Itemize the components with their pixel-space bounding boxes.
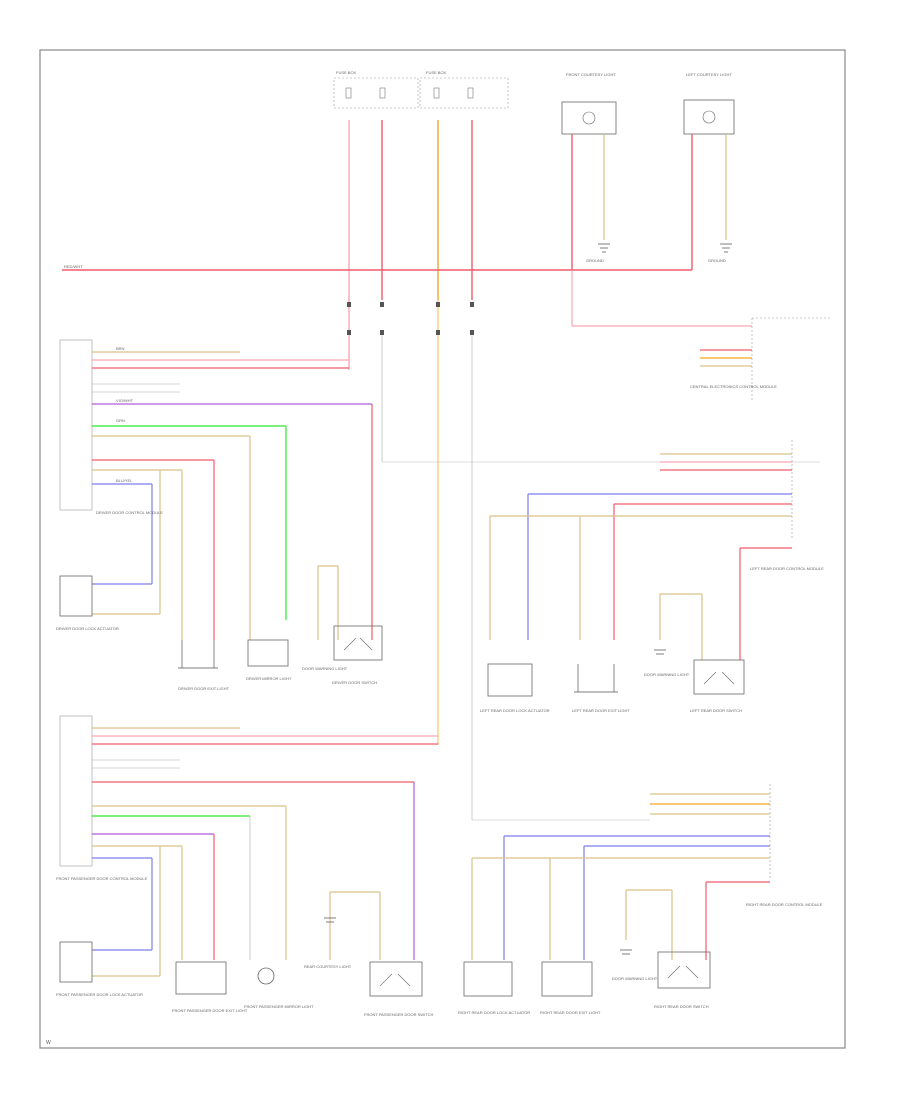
left-rear-wires [489, 453, 792, 660]
driver-warn-light-label: DOOR WARNING LIGHT [302, 666, 348, 671]
lr-exit-light-label: LEFT REAR DOOR EXIT LIGHT [572, 708, 630, 713]
lr-door-switch-label: LEFT REAR DOOR SWITCH [690, 708, 742, 713]
diagram-border [39, 49, 846, 1049]
rr-exit-light: RIGHT REAR DOOR EXIT LIGHT [540, 961, 601, 1015]
top-switch-2: LEFT COURTESY LIGHT [683, 72, 735, 270]
top-switch-2-label: LEFT COURTESY LIGHT [686, 72, 732, 77]
central-module-label: CENTRAL ELECTRONICS CONTROL MODULE [690, 384, 777, 389]
pass-courtesy: REAR COURTESY LIGHT [304, 917, 352, 969]
driver-door-lock-label: DRIVER DOOR LOCK ACTUATOR [56, 626, 119, 631]
fuse-box-right [419, 77, 509, 109]
right-rear-module: RIGHT REAR DOOR CONTROL MODULE [746, 784, 823, 907]
driver-exit-light-label: DRIVER DOOR EXIT LIGHT [178, 686, 230, 691]
lr-door-lock: LEFT REAR DOOR LOCK ACTUATOR [480, 663, 550, 713]
pass-wires [92, 727, 438, 977]
driver-exit-light: DRIVER DOOR EXIT LIGHT [178, 640, 230, 691]
fuse-box-left-label: FUSE BOX [336, 70, 357, 75]
fuse-icons [345, 87, 474, 99]
pass-mirror-light-label: FRONT PASSENGER MIRROR LIGHT [244, 1004, 314, 1009]
rr-exit-light-label: RIGHT REAR DOOR EXIT LIGHT [540, 1010, 601, 1015]
central-module: CENTRAL ELECTRONICS CONTROL MODULE [690, 317, 830, 400]
pass-module: FRONT PASSENGER DOOR CONTROL MODULE [56, 715, 148, 881]
left-rear-module-label: LEFT REAR DOOR CONTROL MODULE [750, 566, 824, 571]
driver-mirror-light: DRIVER MIRROR LIGHT [246, 639, 292, 681]
left-rear-module: LEFT REAR DOOR CONTROL MODULE [750, 440, 824, 571]
wire-label-blue-1: BLU/YEL [116, 478, 133, 483]
driver-door-switch: DRIVER DOOR SWITCH [332, 625, 383, 685]
driver-door-lock: DRIVER DOOR LOCK ACTUATOR [56, 575, 119, 631]
bus-connectors [347, 302, 474, 335]
fuse-box-right-label: FUSE BOX [426, 70, 447, 75]
lr-warn-light: DOOR WARNING LIGHT [644, 649, 690, 677]
top-switch-1-label: FRONT COURTESY LIGHT [566, 72, 616, 77]
driver-module-label: DRIVER DOOR CONTROL MODULE [96, 510, 163, 515]
top-fuse-section: FUSE BOX FUSE BOX [333, 70, 509, 109]
right-rear-module-label: RIGHT REAR DOOR CONTROL MODULE [746, 902, 823, 907]
pass-exit-light-label: FRONT PASSENGER DOOR EXIT LIGHT [172, 1008, 248, 1013]
wire-label-purple-1: VIO/WHT [116, 398, 134, 403]
fuse-feed-wires [348, 120, 473, 820]
pass-door-lock: FRONT PASSENGER DOOR LOCK ACTUATOR [56, 941, 143, 997]
rr-door-lock: RIGHT REAR DOOR LOCK ACTUATOR [458, 961, 530, 1015]
ground-1-label: GROUND [586, 258, 604, 263]
rr-warn-light-label: DOOR WARNING LIGHT [612, 976, 658, 981]
pass-courtesy-label: REAR COURTESY LIGHT [304, 964, 352, 969]
pass-mirror-light: FRONT PASSENGER MIRROR LIGHT [244, 967, 314, 1009]
footer-code: W [46, 1040, 51, 1046]
rr-door-switch: RIGHT REAR DOOR SWITCH [654, 951, 711, 1009]
pass-module-label: FRONT PASSENGER DOOR CONTROL MODULE [56, 876, 148, 881]
driver-door-switch-label: DRIVER DOOR SWITCH [332, 680, 377, 685]
driver-warn-light: DOOR WARNING LIGHT [302, 565, 348, 671]
driver-wires [92, 351, 820, 640]
pass-door-lock-label: FRONT PASSENGER DOOR LOCK ACTUATOR [56, 992, 143, 997]
pass-door-switch: FRONT PASSENGER DOOR SWITCH [364, 961, 434, 1017]
ground-2: GROUND [708, 243, 732, 263]
rr-door-switch-label: RIGHT REAR DOOR SWITCH [654, 1004, 709, 1009]
pass-exit-light: FRONT PASSENGER DOOR EXIT LIGHT [172, 961, 248, 1013]
ground-2-label: GROUND [708, 258, 726, 263]
driver-module: DRIVER DOOR CONTROL MODULE [59, 339, 163, 515]
wire-label-tan-1: BRN [116, 346, 125, 351]
pass-door-switch-label: FRONT PASSENGER DOOR SWITCH [364, 1012, 434, 1017]
rr-warn-light: DOOR WARNING LIGHT [612, 949, 658, 981]
rr-door-lock-label: RIGHT REAR DOOR LOCK ACTUATOR [458, 1010, 530, 1015]
driver-mirror-light-label: DRIVER MIRROR LIGHT [246, 676, 292, 681]
wire-label-red-main: RED/WHT [64, 264, 83, 269]
right-rear-wires [471, 793, 770, 960]
lr-warn-light-label: DOOR WARNING LIGHT [644, 672, 690, 677]
ground-1: GROUND [586, 243, 610, 263]
lr-door-lock-label: LEFT REAR DOOR LOCK ACTUATOR [480, 708, 550, 713]
fuse-box-left [333, 77, 419, 109]
lr-exit-light: LEFT REAR DOOR EXIT LIGHT [572, 664, 630, 713]
top-switch-1: FRONT COURTESY LIGHT [561, 72, 752, 327]
wire-label-green-1: GRN [116, 418, 125, 423]
lr-door-switch: LEFT REAR DOOR SWITCH [690, 659, 745, 713]
